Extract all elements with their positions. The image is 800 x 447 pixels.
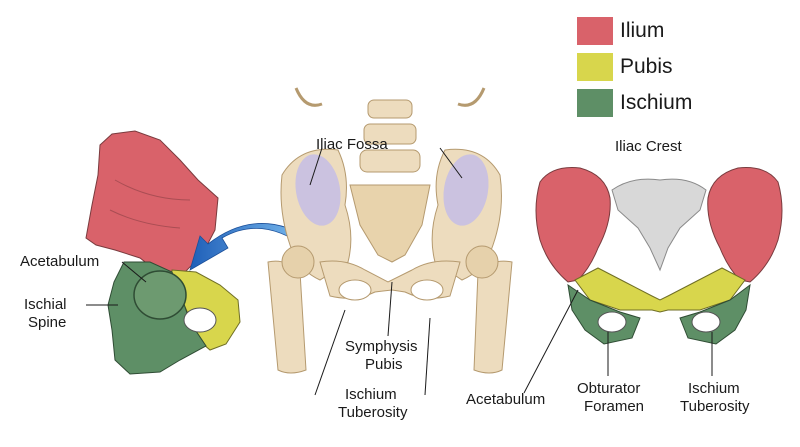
label-ischium-tuberosity-center-1: Ischium [345, 386, 397, 403]
iliac-fossa-left [295, 154, 341, 226]
label-iliac-fossa: Iliac Fossa [316, 136, 388, 153]
center-obturator-left [338, 279, 372, 301]
label-acetabulum-right: Acetabulum [466, 391, 546, 408]
label-ischial-spine-1: Ischial [24, 296, 67, 313]
right-ilium-left [535, 167, 611, 283]
arrow-icon [189, 223, 313, 271]
iliac-fossa-right [443, 154, 489, 226]
center-obturator-right [410, 279, 444, 301]
legend-swatch-ilium [577, 17, 613, 45]
label-ischium-tuberosity-right-1: Ischium [688, 380, 740, 397]
label-ischium-tuberosity-center-2: Tuberosity [338, 404, 408, 421]
right-pubis [574, 267, 746, 313]
label-iliac-crest: Iliac Crest [615, 138, 682, 155]
vertebra-3 [359, 149, 421, 173]
right-sacrum [611, 178, 707, 272]
label-acetabulum-left: Acetabulum [20, 253, 100, 270]
legend-label-ilium: Ilium [620, 19, 665, 42]
label-obturator-1: Obturator [577, 380, 641, 397]
label-ischium-tuberosity-right-2: Tuberosity [680, 398, 750, 415]
anterior-pelvis [267, 87, 513, 374]
vertebra-2 [363, 123, 417, 145]
legend-label-ischium: Ischium [620, 91, 693, 114]
right-ilium-right [707, 167, 783, 283]
lateral-obturator-hole [183, 307, 217, 333]
label-obturator-2: Foramen [584, 398, 645, 415]
right-obturator-right [691, 311, 721, 333]
label-symphysis-2: Pubis [365, 356, 403, 373]
leader-lines [86, 147, 713, 396]
lateral-acetabulum-cup [133, 270, 187, 320]
legend-swatch-pubis [577, 53, 613, 81]
label-ischial-spine-2: Spine [28, 314, 67, 331]
lateral-hip-bone [85, 130, 241, 375]
legend-swatch-ischium [577, 89, 613, 117]
label-symphysis-1: Symphysis [345, 338, 418, 355]
colored-pelvis [535, 167, 783, 345]
sacrum [349, 184, 431, 263]
legend-label-pubis: Pubis [620, 55, 673, 78]
right-obturator-left [597, 311, 627, 333]
femoral-head-left [281, 245, 315, 279]
femur-shaft-left [267, 260, 307, 374]
femoral-head-right [465, 245, 499, 279]
vertebra-1 [367, 99, 413, 119]
